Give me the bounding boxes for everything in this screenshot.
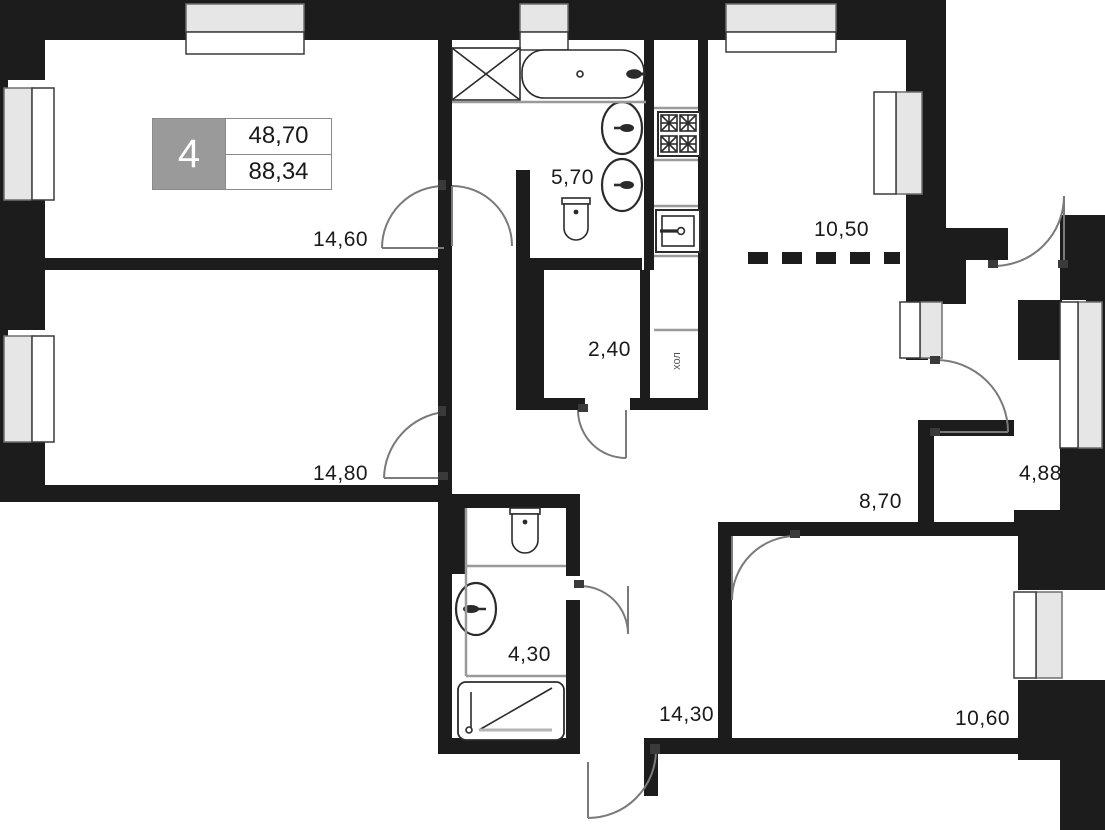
toilet-icon-second xyxy=(509,507,541,554)
area-label-bedroom-left: 14,80 xyxy=(313,462,369,485)
window-group xyxy=(3,3,1103,679)
door-bathroom-second xyxy=(574,580,629,635)
window-top-right xyxy=(725,3,837,53)
area-label-living-bottom: 10,60 xyxy=(955,707,1011,730)
area-label-balcony-right: 4,88 xyxy=(1019,462,1062,485)
badge-area-values: 48,70 88,34 xyxy=(225,119,331,189)
toilet-icon-main xyxy=(561,197,591,241)
washing-machine-icon xyxy=(451,47,521,101)
door-hallway-balcony xyxy=(930,356,1009,436)
door-entrance xyxy=(587,744,660,819)
window-top-center xyxy=(519,3,569,51)
door-bedroom-bottom xyxy=(731,530,800,601)
stove-icon xyxy=(657,111,701,157)
area-label-bedroom-top-left: 14,60 xyxy=(313,228,369,251)
window-right-kitchen xyxy=(873,91,923,195)
thin-partition-group xyxy=(452,100,698,678)
door-wardrobe xyxy=(577,404,627,459)
room-count-value: 4 xyxy=(153,119,225,189)
area-label-hallway: 8,70 xyxy=(859,490,902,513)
area-label-bathroom-main: 5,70 xyxy=(551,166,594,189)
area-label-kitchen: 10,50 xyxy=(814,218,870,241)
area-label-bedroom-bottom: 14,30 xyxy=(659,703,715,726)
kitchen-sink-icon xyxy=(655,209,701,253)
bathtub-icon-second xyxy=(457,681,565,741)
fixture-group xyxy=(451,47,701,741)
window-top-left xyxy=(185,3,305,55)
door-bathroom-main xyxy=(451,185,513,247)
window-hall-small xyxy=(899,301,943,359)
door-group xyxy=(381,180,1068,819)
apartment-info-badge: 4 48,70 88,34 xyxy=(152,118,332,190)
closet-label-hall: хол xyxy=(670,352,683,370)
sink-icon-second xyxy=(454,581,498,637)
window-left-lower xyxy=(3,335,55,443)
living-area-value: 48,70 xyxy=(225,119,331,154)
window-left-upper xyxy=(3,87,55,201)
door-kitchen xyxy=(988,195,1068,268)
door-bedroom-left xyxy=(383,406,448,480)
sink-icon-upper xyxy=(600,100,644,156)
window-balcony-right xyxy=(1059,301,1103,449)
sink-icon-lower xyxy=(600,157,644,213)
window-bottom-right xyxy=(1013,591,1063,679)
area-label-bathroom-second: 4,30 xyxy=(508,643,551,666)
door-bedroom-top-left xyxy=(381,180,446,249)
area-label-wardrobe: 2,40 xyxy=(588,338,631,361)
total-area-value: 88,34 xyxy=(225,153,331,189)
bathtub-icon-main xyxy=(521,49,646,99)
